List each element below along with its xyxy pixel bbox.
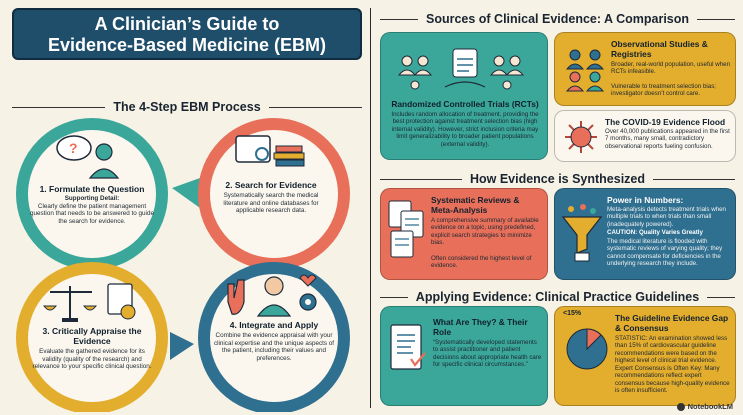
gap-pie-icon <box>566 328 608 370</box>
main-title: A Clinician’s Guide to Evidence-Based Me… <box>12 8 362 60</box>
power-card: Power in Numbers: Meta-analysis detects … <box>554 188 736 280</box>
question-person-icon: ? <box>56 135 120 179</box>
population-icon <box>565 49 605 92</box>
funnel-icon <box>561 204 603 262</box>
notebook-icon <box>676 402 685 411</box>
documents-icon <box>388 200 424 258</box>
guidelines-card: What Are They? & Their Role “Systematica… <box>380 306 548 406</box>
apply-title: Applying Evidence: Clinical Practice Gui… <box>380 290 735 304</box>
svg-text:?: ? <box>69 140 78 156</box>
step-1: 1. Formulate the Question Supporting Det… <box>30 184 154 225</box>
virus-icon <box>565 121 597 153</box>
covid-card: The COVID-19 Evidence Flood Over 40,000 … <box>554 110 736 162</box>
scales-icon <box>42 283 136 322</box>
integrate-icon <box>227 274 317 317</box>
rct-card: Randomized Controlled Trials (RCTs) Incl… <box>380 32 548 160</box>
observational-card: Observational Studies & Registries Broad… <box>554 32 736 106</box>
sources-title: Sources of Clinical Evidence: A Comparis… <box>380 12 735 26</box>
step-4: 4. Integrate and Apply Combine the evide… <box>213 320 335 362</box>
step-3: 3. Critically Appraise the Evidence Eval… <box>32 326 152 370</box>
search-tablet-icon <box>235 135 305 167</box>
process-rings: ? <box>16 118 350 412</box>
process-title: The 4-Step EBM Process <box>12 100 362 114</box>
arrow-1-2 <box>172 178 200 208</box>
evidence-gap-card: <15% The Guideline Evidence Gap & Consen… <box>554 306 736 406</box>
column-divider <box>370 8 371 408</box>
notebooklm-logo: NotebookLM <box>676 402 733 411</box>
synthesis-title: How Evidence is Synthesized <box>380 172 735 186</box>
pie-label: <15% <box>563 310 582 317</box>
step-2: 2. Search for Evidence Systematically se… <box>223 180 319 214</box>
rct-groups-icon <box>397 48 525 90</box>
guideline-book-icon <box>390 324 426 370</box>
systematic-review-card: Systematic Reviews & Meta-Analysis A com… <box>380 188 548 280</box>
arrow-4-3 <box>170 332 194 360</box>
